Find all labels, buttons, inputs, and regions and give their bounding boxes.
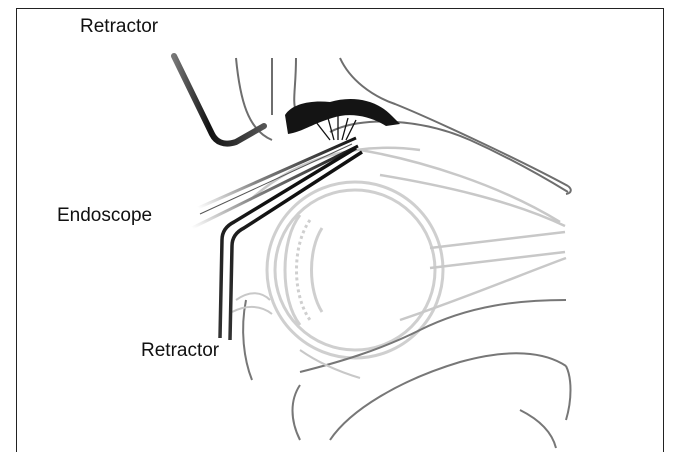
lower-orbit-outline <box>243 300 570 448</box>
extraocular-muscles <box>250 148 566 320</box>
top-retractor-instrument <box>174 52 264 144</box>
endoscope-instrument <box>192 138 358 228</box>
label-retractor-bottom: Retractor <box>141 340 219 362</box>
label-endoscope: Endoscope <box>57 205 152 227</box>
orbital-roof-tissue <box>285 99 400 134</box>
label-retractor-top: Retractor <box>80 16 158 38</box>
